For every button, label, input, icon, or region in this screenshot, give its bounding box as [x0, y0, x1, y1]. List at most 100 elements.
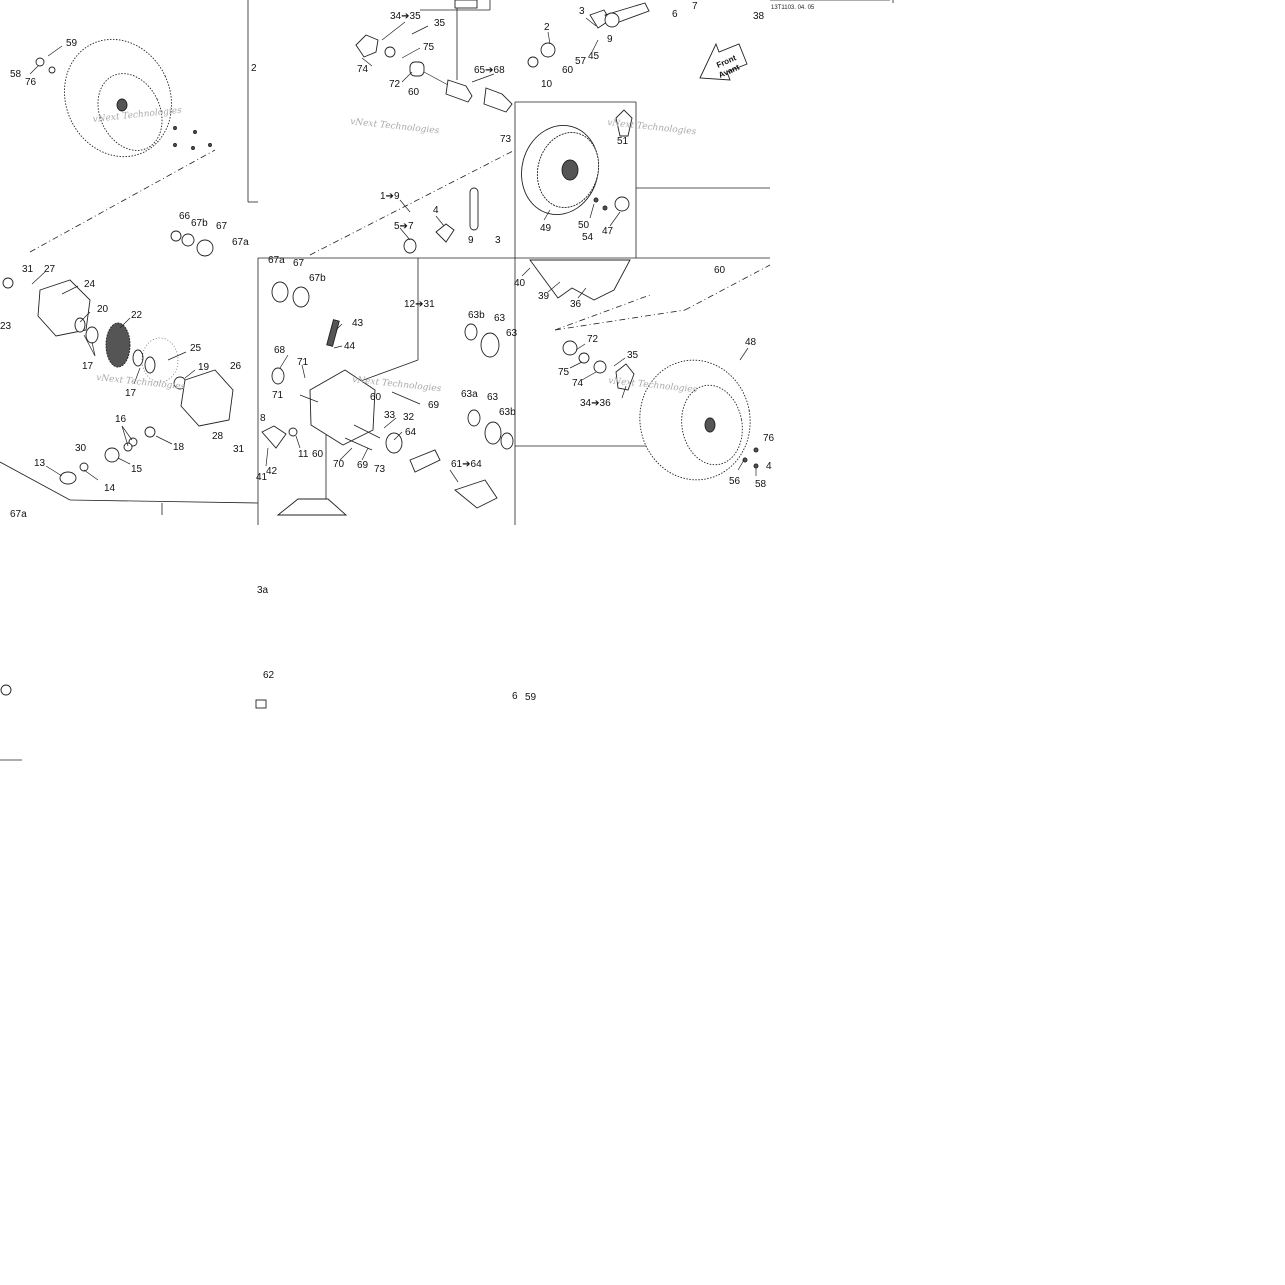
callout: 58	[755, 479, 767, 490]
callout: 34➔35	[390, 11, 421, 22]
callout: 56	[729, 476, 741, 487]
callout: 24	[84, 279, 96, 290]
callout: 67b	[309, 273, 326, 284]
callout: 65➔68	[474, 65, 505, 76]
callout: 3a	[257, 585, 269, 596]
front-differential	[0, 230, 234, 696]
callout: 74	[572, 378, 584, 389]
panel-frames	[0, 0, 894, 761]
callout: 18	[173, 442, 185, 453]
callout: 61➔64	[451, 459, 482, 470]
callout: 31	[22, 264, 34, 275]
callout: 28	[212, 431, 224, 442]
callout: 14	[104, 483, 116, 494]
callout: 54	[582, 232, 594, 243]
callout: 63	[506, 328, 518, 339]
callout: 75	[558, 367, 570, 378]
callout: 67a	[268, 255, 285, 266]
callout: 4	[433, 205, 439, 216]
callout: 63	[487, 392, 499, 403]
driveshaft-upper	[355, 0, 650, 113]
callout: 63a	[461, 389, 478, 400]
callout: 73	[374, 464, 386, 475]
callout: 23	[0, 321, 12, 332]
callout: 40	[514, 278, 526, 289]
leader-lines	[29, 17, 757, 483]
callout: 27	[44, 264, 56, 275]
callout: 60	[312, 449, 324, 460]
callout: 20	[97, 304, 109, 315]
callout: 72	[389, 79, 401, 90]
callout: 36	[570, 299, 582, 310]
callout: 4	[766, 461, 772, 472]
callout: 60	[562, 65, 574, 76]
callout: 45	[588, 51, 600, 62]
callout: 42	[266, 466, 278, 477]
callout: 68	[274, 345, 286, 356]
callout: 75	[423, 42, 435, 53]
callout: 39	[538, 291, 550, 302]
callout: 7	[692, 1, 698, 12]
callout: 22	[131, 310, 143, 321]
callout: 43	[352, 318, 364, 329]
callout: 67	[216, 221, 228, 232]
callout: 11	[298, 449, 309, 460]
callout: 32	[403, 412, 415, 423]
callout: 19	[198, 362, 210, 373]
callout: 51	[617, 136, 629, 147]
callout: 9	[607, 34, 613, 45]
callout: 31	[233, 444, 245, 455]
callout: 15	[131, 464, 143, 475]
callout: 69	[428, 400, 440, 411]
callout: 8	[260, 413, 266, 424]
callout: 67a	[10, 509, 27, 520]
callout: 30	[75, 443, 87, 454]
callout: 2	[251, 63, 257, 74]
callout-labels: 59 58 76 2 34➔35 35 75 74 72 60 65➔68 73…	[0, 1, 775, 703]
callout: 70	[333, 459, 345, 470]
callout: 33	[384, 410, 396, 421]
callout: 13	[34, 458, 46, 469]
callout: 60	[408, 87, 420, 98]
callout: 63	[494, 313, 506, 324]
callout: 41	[256, 472, 268, 483]
callout: 62	[263, 670, 275, 681]
callout: 76	[25, 77, 37, 88]
callout: 1➔9	[380, 191, 400, 202]
callout: 66	[179, 211, 191, 222]
watermark-2: vNext Technologies	[350, 117, 440, 136]
tire-upper-left	[35, 38, 212, 158]
callout: 64	[405, 427, 417, 438]
callout: 59	[525, 692, 537, 703]
callout: 38	[753, 11, 765, 22]
callout: 17	[82, 361, 94, 372]
callout: 6	[512, 691, 518, 702]
callout: 71	[297, 357, 309, 368]
callout: 74	[357, 64, 369, 75]
callout: 9	[468, 235, 474, 246]
callout: 73	[500, 134, 512, 145]
callout: 3	[495, 235, 501, 246]
front-arrow: Front Avant	[699, 42, 748, 81]
callout: 67	[293, 258, 305, 269]
callout: 25	[190, 343, 202, 354]
callout: 58	[10, 69, 22, 80]
callout: 72	[587, 334, 599, 345]
callout: 48	[745, 337, 757, 348]
callout: 26	[230, 361, 242, 372]
wheel-rim	[521, 109, 633, 216]
callout: 10	[541, 79, 553, 90]
callout: 17	[125, 388, 137, 399]
callout: 6	[672, 9, 678, 20]
callout: 50	[578, 220, 590, 231]
callout: 60	[714, 265, 726, 276]
callout: 2	[544, 22, 550, 33]
callout: 3	[579, 6, 585, 17]
callout: 35	[627, 350, 639, 361]
callout: 57	[575, 56, 587, 67]
callout: 44	[344, 341, 356, 352]
callout: 63b	[499, 407, 516, 418]
callout: 34➔36	[580, 398, 611, 409]
tire-lower-right	[562, 340, 759, 481]
